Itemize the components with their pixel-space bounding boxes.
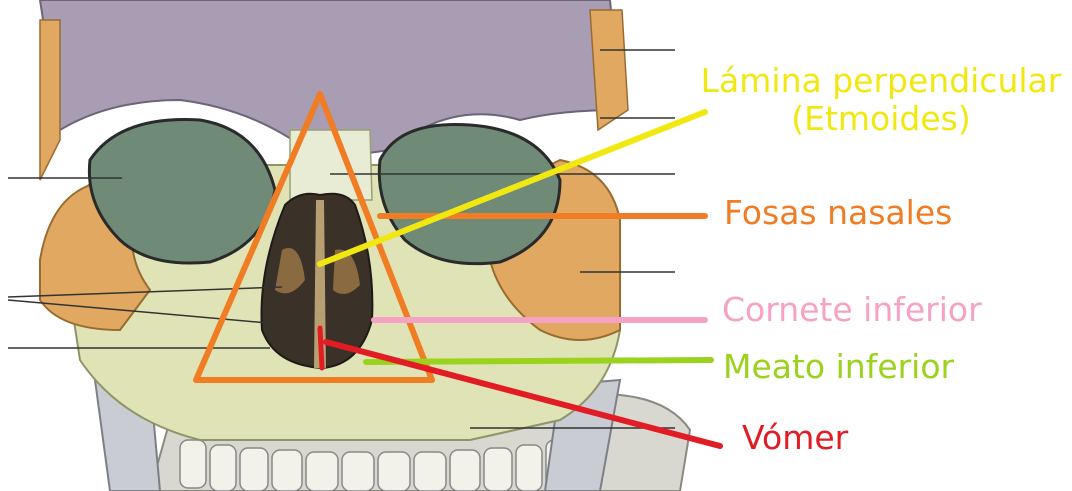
label-fosas-nasales: Fosas nasales: [724, 194, 952, 232]
label-lamina-line2: (Etmoides): [696, 100, 1066, 138]
meato-pointer: [366, 360, 711, 362]
orbit-right: [379, 124, 560, 263]
vomer-mark: [320, 328, 322, 368]
label-vomer: Vómer: [742, 419, 848, 457]
label-lamina-perpendicular: Lámina perpendicular (Etmoides): [696, 62, 1066, 138]
label-cornete-inferior: Cornete inferior: [722, 291, 982, 329]
label-lamina-line1: Lámina perpendicular: [696, 62, 1066, 100]
label-meato-inferior: Meato inferior: [723, 348, 954, 386]
